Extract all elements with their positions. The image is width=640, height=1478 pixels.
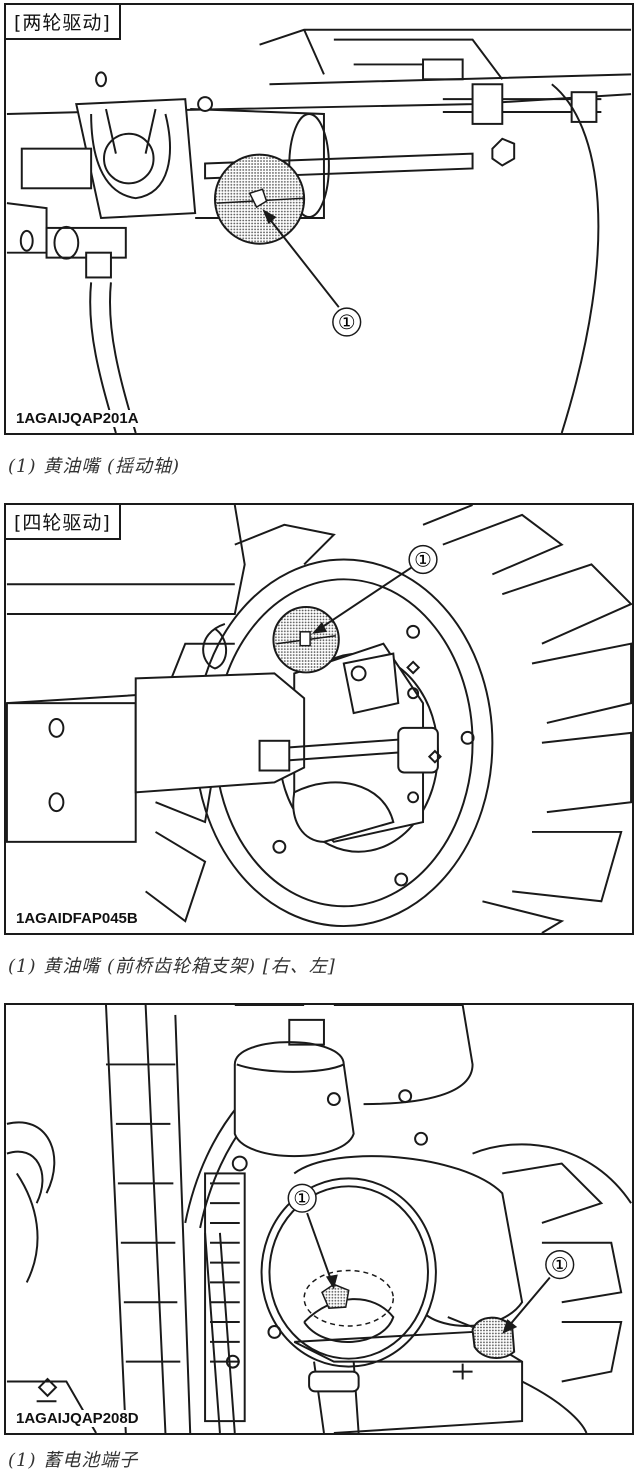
- figure-tag: [四轮驱动]: [6, 505, 121, 540]
- figure-2wd: ① [两轮驱动] 1AGAIJQAP201A: [4, 3, 634, 435]
- callout-1a: ①: [293, 1187, 311, 1210]
- figure-caption: (1) 黄油嘴 (前桥齿轮箱支架) [右、左]: [8, 956, 336, 977]
- figure-code: 1AGAIJQAP208D: [14, 1410, 141, 1427]
- illustration-2wd-swing-axle: ①: [6, 28, 632, 433]
- figure-4wd: ① [四轮驱动] 1AGAIDFAP045B: [4, 503, 634, 935]
- figure-code: 1AGAIJQAP201A: [14, 410, 141, 427]
- figure-caption: (1) 黄油嘴 (摇动轴): [8, 456, 180, 477]
- callout-1b: ①: [551, 1254, 569, 1277]
- illustration-battery-terminals: ① ①: [6, 1005, 632, 1433]
- figure-tag: [两轮驱动]: [6, 5, 121, 40]
- figure-code: 1AGAIDFAP045B: [14, 910, 140, 927]
- callout-1: ①: [414, 548, 432, 571]
- figure-caption: (1) 蓄电池端子: [8, 1450, 139, 1471]
- callout-1: ①: [338, 311, 356, 334]
- illustration-4wd-front-axle: ①: [6, 505, 632, 933]
- figure-battery: ① ① 1AGAIJQAP208D: [4, 1003, 634, 1435]
